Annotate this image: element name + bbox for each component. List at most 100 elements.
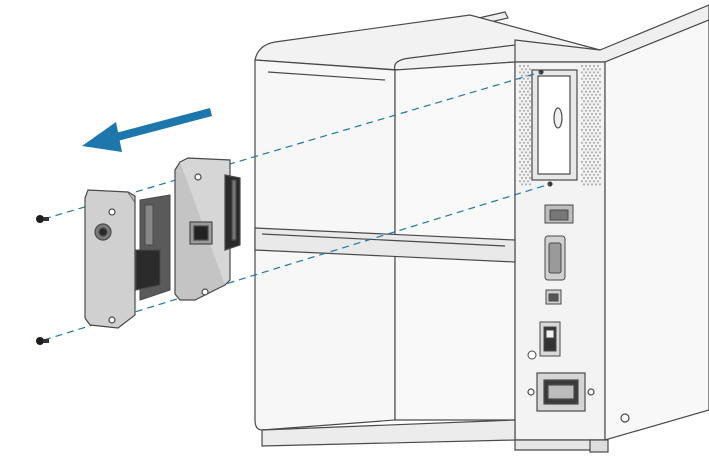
vent-hole (592, 122, 596, 125)
arrow-left-icon (82, 108, 212, 152)
vent-hole (518, 160, 522, 164)
vent-hole (588, 141, 592, 144)
vent-hole (518, 71, 522, 74)
vent-hole (590, 157, 594, 160)
vent-hole (594, 164, 598, 167)
vent-hole (580, 148, 584, 151)
vent-hole (596, 128, 600, 132)
vent-hole (580, 180, 584, 183)
vent-hole (598, 151, 602, 154)
vent-hole (592, 103, 596, 106)
vent-hole (520, 100, 524, 103)
vent-hole (592, 148, 596, 151)
vent-hole (528, 93, 532, 96)
vent-hole (518, 173, 522, 176)
serial-port-icon (544, 235, 566, 281)
vent-hole (582, 112, 586, 116)
vent-hole (582, 176, 586, 180)
vent-hole (582, 125, 586, 128)
vent-hole (520, 93, 524, 96)
vent-hole (528, 125, 532, 128)
vent-hole (594, 176, 598, 180)
power-switch-icon (539, 321, 561, 357)
vent-hole (522, 180, 526, 183)
vent-hole (580, 109, 584, 112)
vent-hole (588, 77, 592, 80)
vent-hole (524, 138, 528, 141)
vent-hole (592, 167, 596, 170)
vent-hole (526, 135, 530, 138)
vent-hole (524, 125, 528, 128)
vent-hole (596, 173, 600, 176)
vent-hole (522, 96, 526, 100)
vent-hole (584, 122, 588, 125)
vent-hole (518, 90, 522, 93)
vent-hole (522, 135, 526, 138)
vent-hole (582, 132, 586, 135)
vent-hole (588, 160, 592, 164)
vent-hole (592, 64, 596, 68)
vent-hole (526, 77, 530, 80)
vent-hole (580, 154, 584, 157)
vent-hole (584, 135, 588, 138)
vent-hole (518, 84, 522, 87)
vent-hole (522, 154, 526, 157)
vent-hole (598, 80, 602, 84)
vent-hole (526, 90, 530, 93)
vent-hole (580, 64, 584, 68)
vent-hole (528, 87, 532, 90)
vent-hole (594, 106, 598, 109)
vent-hole (582, 151, 586, 154)
vent-hole (526, 154, 530, 157)
vent-hole (586, 132, 590, 135)
vent-hole (588, 103, 592, 106)
vent-hole (598, 144, 602, 148)
vent-hole (522, 109, 526, 112)
power-inlet-icon (527, 372, 595, 412)
vent-hole (596, 160, 600, 164)
vent-hole (592, 84, 596, 87)
vent-hole (520, 157, 524, 160)
vent-hole (594, 144, 598, 148)
vent-hole (580, 116, 584, 119)
vent-hole (520, 87, 524, 90)
vent-hole (528, 119, 532, 122)
vent-hole (528, 144, 532, 148)
vent-hole (580, 103, 584, 106)
vent-hole (598, 138, 602, 141)
vent-hole (594, 125, 598, 128)
vent-hole (586, 157, 590, 160)
vent-hole (594, 157, 598, 160)
vent-hole (518, 167, 522, 170)
vent-hole (518, 128, 522, 132)
vent-hole (524, 68, 528, 71)
vent-hole (582, 68, 586, 71)
vent-hole (596, 141, 600, 144)
vent-hole (528, 183, 532, 186)
vent-hole (522, 148, 526, 151)
vent-hole (586, 74, 590, 77)
vent-hole (584, 116, 588, 119)
vent-hole (528, 132, 532, 135)
vent-hole (594, 151, 598, 154)
vent-hole (528, 80, 532, 84)
vent-hole (592, 71, 596, 74)
vent-hole (586, 176, 590, 180)
vent-hole (590, 176, 594, 180)
module-circuit-board (135, 194, 171, 301)
vent-hole (586, 125, 590, 128)
vent-hole (586, 68, 590, 71)
vent-hole (586, 138, 590, 141)
vent-hole (590, 151, 594, 154)
vent-hole (518, 141, 522, 144)
vent-hole (526, 141, 530, 144)
vent-hole (596, 148, 600, 151)
vent-hole (522, 160, 526, 164)
vent-hole (592, 154, 596, 157)
vent-hole (524, 151, 528, 154)
vent-hole (526, 103, 530, 106)
vent-hole (594, 170, 598, 173)
vent-hole (580, 71, 584, 74)
vent-hole (522, 173, 526, 176)
vent-hole (584, 96, 588, 100)
